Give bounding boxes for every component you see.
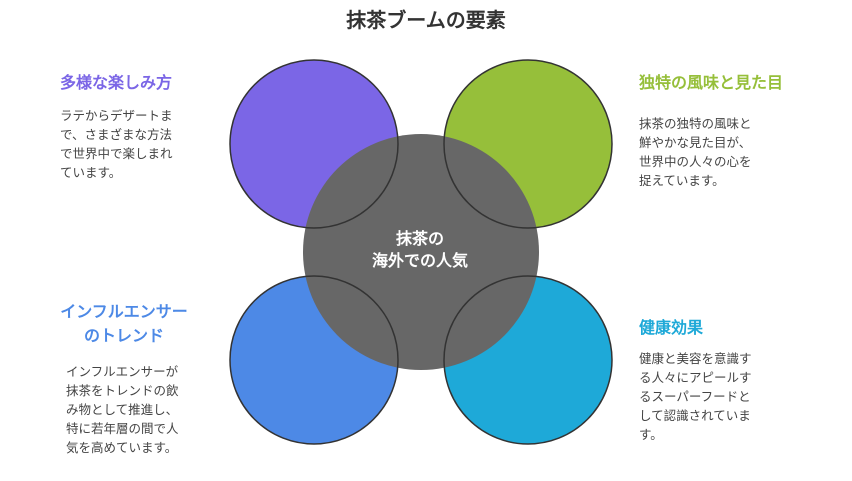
overlap-outlines <box>229 59 613 445</box>
heading-influencer-line-2: のトレンド <box>83 326 164 345</box>
desc-flavor-line-1: 抹茶の独特の風味と <box>639 116 752 131</box>
outline-bottom-left <box>229 275 399 445</box>
center-label-line-2: 海外での人気 <box>371 251 468 270</box>
center-label-line-1: 抹茶の <box>395 229 444 248</box>
heading-flavor: 独特の風味と見た目 <box>639 71 783 95</box>
desc-health-line-1: 健康と美容を意識す <box>639 351 752 366</box>
desc-variety-line-1: ラテからデザートま <box>60 108 173 123</box>
desc-variety-line-3: で世界中で楽しまれ <box>60 146 173 161</box>
diagram-title: 抹茶ブームの要素 <box>346 8 506 32</box>
desc-flavor-line-2: 鮮やかな見た目が、 <box>639 135 752 150</box>
desc-health-line-4: して認識されていま <box>639 408 751 423</box>
outline-top-right <box>443 59 613 229</box>
desc-influencer: インフルエンサーが 抹茶をトレンドの飲 み物として推進し、 特に若年層の間で人 … <box>66 362 179 457</box>
heading-variety: 多様な楽しみ方 <box>60 71 172 95</box>
desc-variety: ラテからデザートま で、さまざまな方法 で世界中で楽しまれ ています。 <box>60 106 173 182</box>
desc-variety-line-2: で、さまざまな方法 <box>60 127 173 142</box>
heading-health: 健康効果 <box>639 316 703 340</box>
desc-influencer-line-2: 抹茶をトレンドの飲 <box>66 383 179 398</box>
heading-variety-line-1: 多様な楽しみ方 <box>60 73 173 92</box>
heading-flavor-line-1: 独特の風味と見た目 <box>639 73 784 92</box>
heading-health-line-1: 健康効果 <box>639 318 704 337</box>
desc-health-line-2: る人々にアピールす <box>639 370 752 385</box>
desc-influencer-line-3: み物として推進し、 <box>66 402 179 417</box>
desc-health-line-3: るスーパーフードと <box>639 389 751 404</box>
center-label: 抹茶の 海外での人気 <box>340 228 500 272</box>
desc-flavor-line-4: 捉えています。 <box>639 173 725 188</box>
desc-influencer-line-4: 特に若年層の間で人 <box>66 421 179 436</box>
desc-flavor-line-3: 世界中の人々の心を <box>639 154 752 169</box>
desc-health-line-5: す。 <box>639 427 663 442</box>
heading-influencer: インフルエンサー のトレンド <box>28 300 220 348</box>
outline-top-left <box>229 59 399 229</box>
desc-variety-line-4: ています。 <box>60 165 122 180</box>
desc-flavor: 抹茶の独特の風味と 鮮やかな見た目が、 世界中の人々の心を 捉えています。 <box>639 114 752 190</box>
circle-center <box>303 134 539 370</box>
outline-bottom-right <box>443 275 613 445</box>
desc-influencer-line-5: 気を高めています。 <box>66 440 178 455</box>
desc-influencer-line-1: インフルエンサーが <box>66 364 179 379</box>
heading-influencer-line-1: インフルエンサー <box>60 302 188 321</box>
desc-health: 健康と美容を意識す る人々にアピールす るスーパーフードと して認識されていま … <box>639 349 752 444</box>
